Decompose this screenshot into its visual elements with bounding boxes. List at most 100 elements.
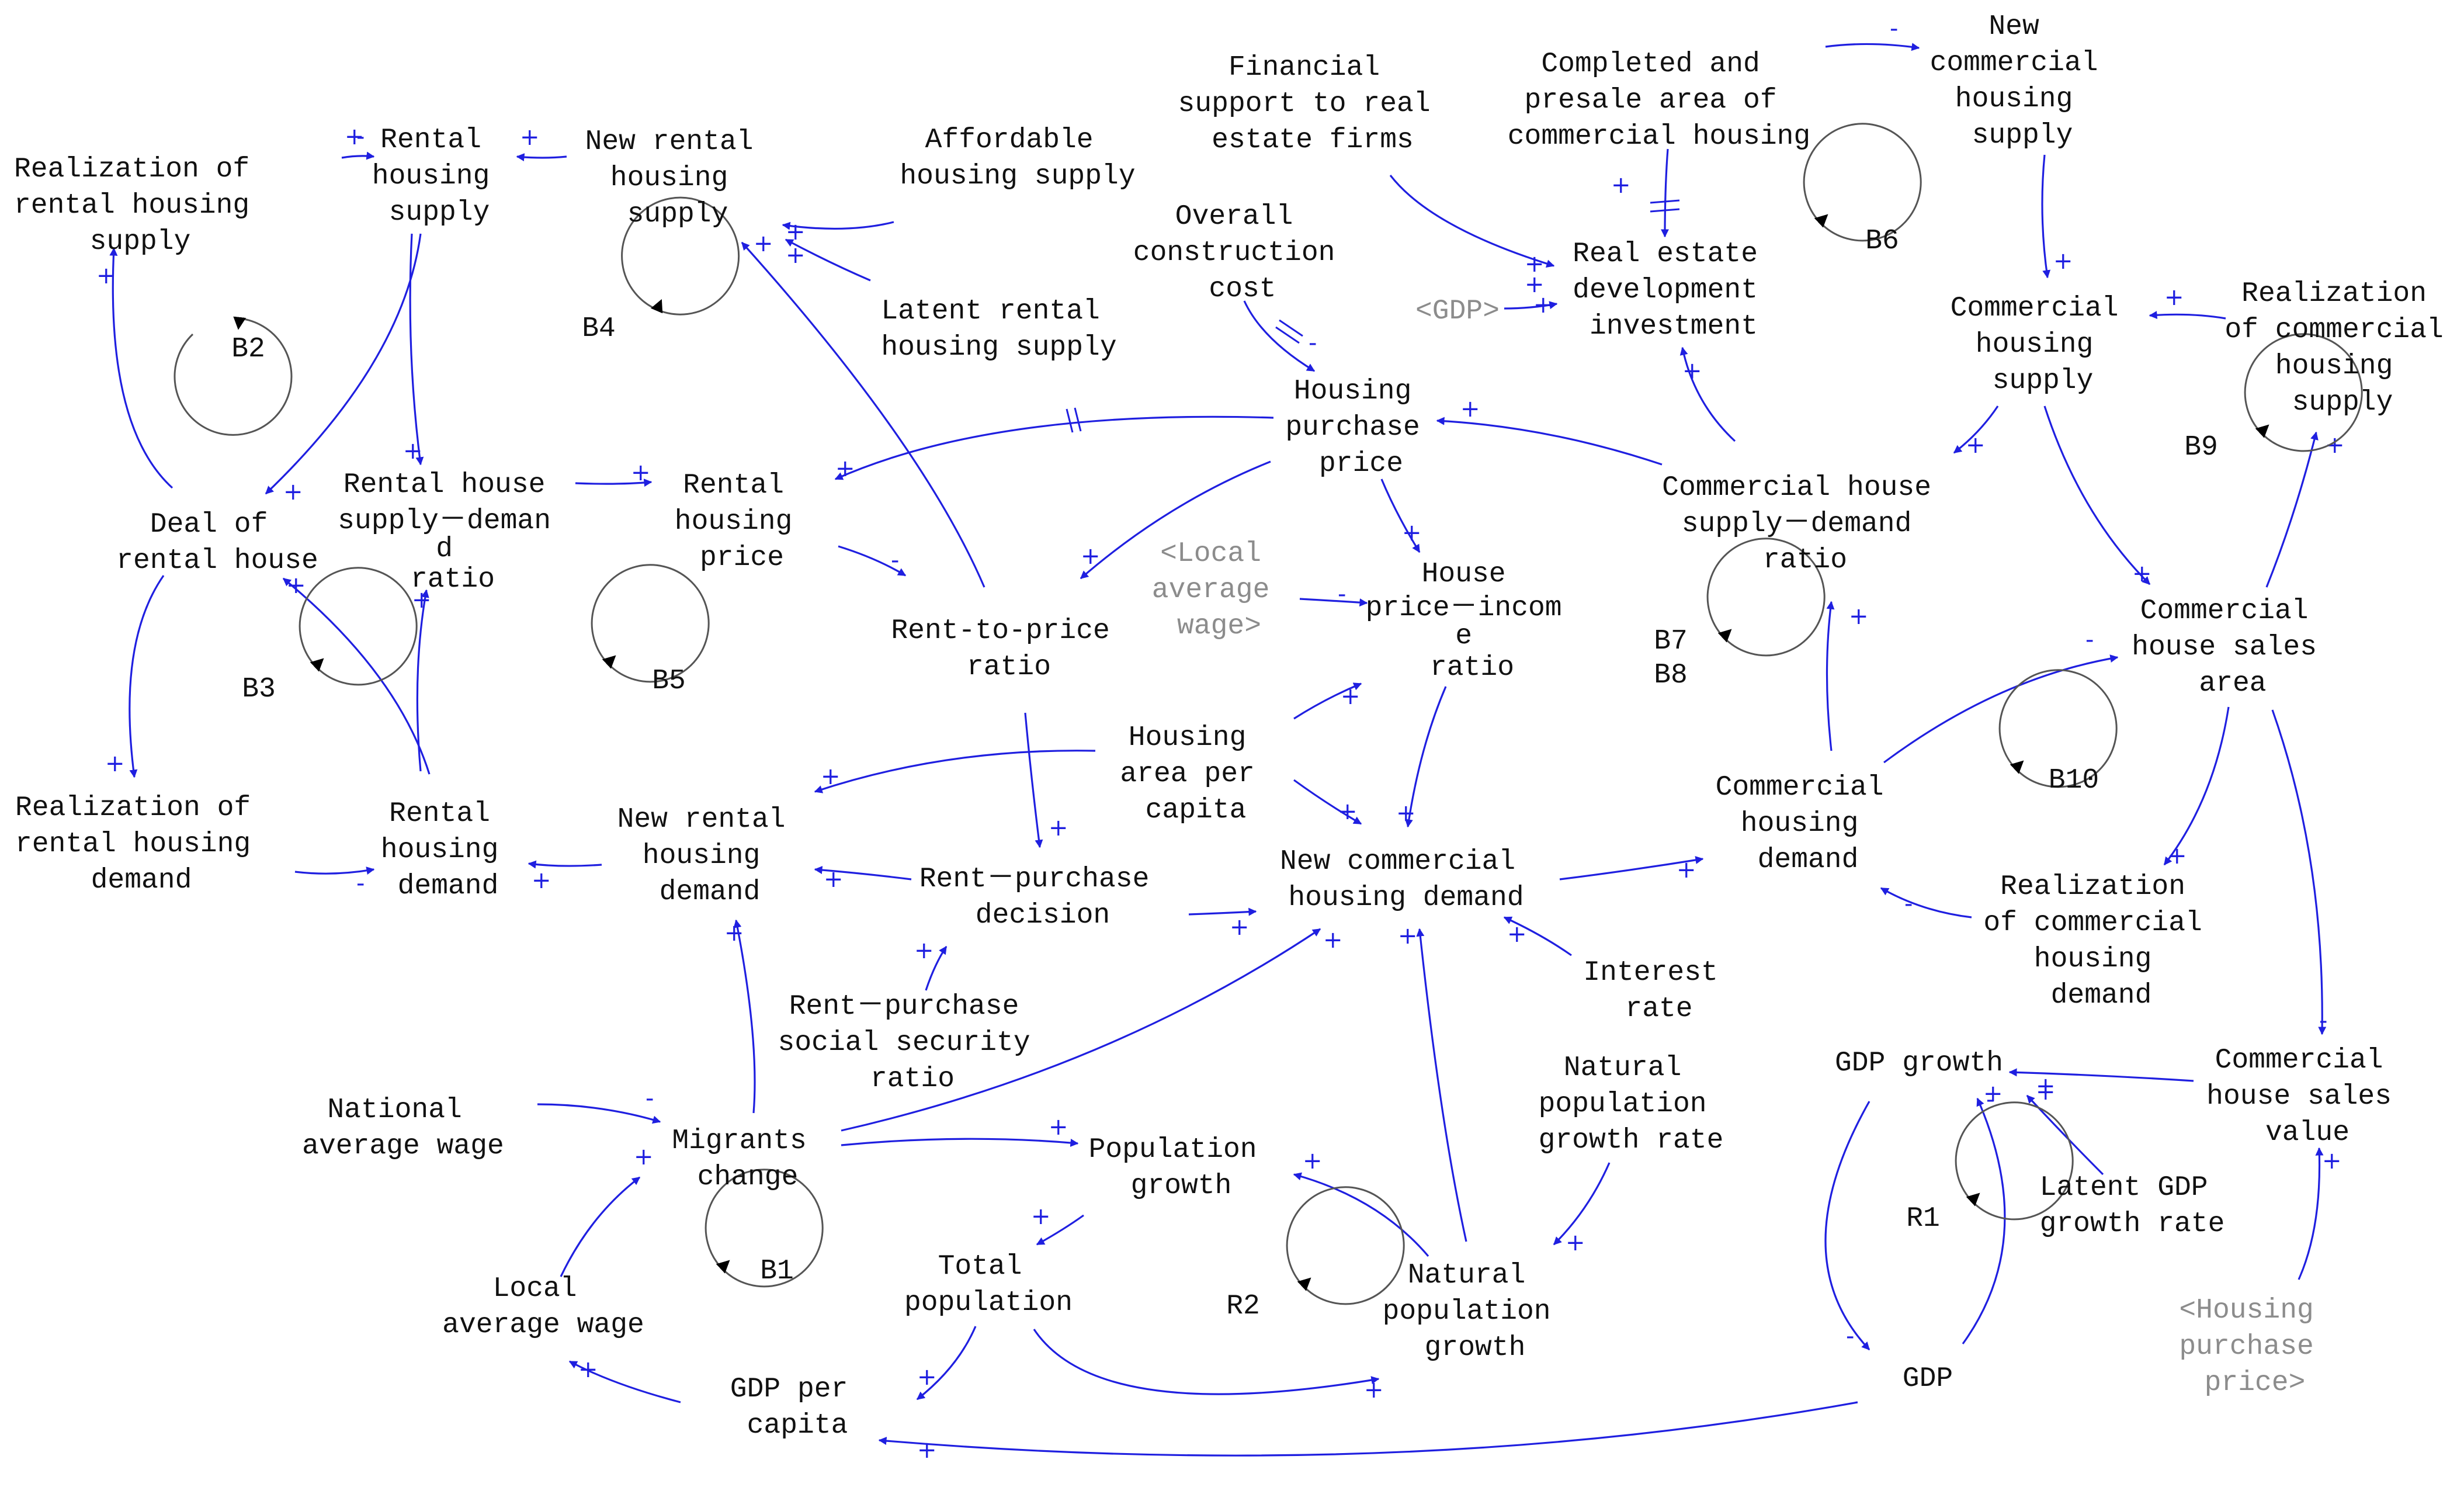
var-new-commercial-housing-demand: New commercial housing demand (1280, 846, 1532, 914)
link-rent-to-price-to-decision (1024, 712, 1043, 848)
loop-r1: R1 (1906, 1101, 2074, 1235)
var-completed-presale-area: Completed and presale area of commercial… (1508, 48, 1810, 152)
polarity-sign: + (105, 750, 125, 777)
link-gdp-growth-to-gdp (1824, 1101, 1870, 1351)
polarity-sign: + (1525, 251, 1545, 278)
var-realization-commercial-demand: Realization of commercial housing demand (1983, 871, 2219, 1011)
var-population-growth: Population growth (1089, 1134, 1274, 1202)
loop-b4: B4 (582, 196, 740, 345)
link-population-growth-to-total (1036, 1214, 1084, 1246)
var-house-price-income-ratio: House price－incom e ratio (1366, 559, 1579, 684)
link-sales-value-to-gdp-growth (2008, 1068, 2194, 1082)
link-area-per-capita-to-new-rental-demand (814, 750, 1096, 793)
polarity-sign: + (2053, 248, 2073, 275)
var-new-rental-housing-supply: New rental housing supply (585, 126, 771, 230)
polarity-sign: + (2036, 1079, 2056, 1105)
link-purchase-price-to-rent-to-price (1080, 460, 1271, 580)
link-commercial-ratio-to-purchase-price (1436, 417, 1663, 466)
delay-mark-purchase-rental (1066, 407, 1082, 433)
svg-text:B1: B1 (760, 1256, 794, 1287)
link-new-demand-to-commercial-demand (1559, 856, 1704, 881)
link-national-wage-to-migrants (537, 1103, 661, 1124)
polarity-sign: + (1303, 1148, 1323, 1174)
var-rental-housing-demand: Rental housing demand (381, 798, 515, 902)
var-rental-housing-supply: Rental housing supply (372, 124, 506, 228)
polarity-sign: + (1364, 1377, 1384, 1403)
link-total-to-gdp-per-capita (916, 1326, 977, 1401)
polarity-sign: + (412, 587, 432, 613)
link-area-per-capita-to-income-ratio (1293, 682, 1362, 720)
var-latent-rental-housing-supply: Latent rental housing supply (881, 296, 1116, 363)
link-commercial-demand-to-sales-area (1883, 654, 2119, 764)
polarity-sign: + (786, 219, 806, 245)
link-realization-demand-to-rental-demand (294, 866, 375, 875)
link-financial-to-investment (1389, 175, 1555, 268)
var-natural-population-growth-rate: Natural population growth rate (1539, 1052, 1724, 1156)
polarity-sign: + (754, 230, 773, 257)
link-migrants-to-new-demand (841, 928, 1321, 1132)
polarity-sign: + (1396, 800, 1416, 827)
polarity-sign: + (578, 1356, 598, 1383)
link-new-commercial-to-commercial-supply (2041, 154, 2051, 279)
polarity-sign: + (1611, 172, 1631, 199)
link-purchase-price-to-rental-price (834, 415, 1274, 480)
var-gdp-per-capita: GDP per capita (730, 1374, 865, 1441)
polarity-sign: + (2132, 560, 2152, 587)
loop-b5: B5 (591, 564, 710, 697)
var-rent-purchase-social-security: Rent－purchase social security ratio (778, 991, 1047, 1095)
svg-text:B8: B8 (1654, 660, 1688, 691)
var-housing-area-per-capita: Housing area per capita (1120, 722, 1271, 826)
loop-b2: B2 (173, 316, 293, 436)
svg-text:R2: R2 (1226, 1291, 1260, 1322)
link-rent-to-price-to-new-rental-supply (741, 241, 985, 588)
link-local-wage-shadow-to-income-ratio (1299, 598, 1368, 607)
var-gdp: GDP (1903, 1363, 1953, 1395)
polarity-sign: + (1049, 1114, 1068, 1141)
var-housing-purchase-price: Housing purchase price (1285, 376, 1436, 480)
loop-markers: B2 B4 B6 B9 B3 B5 B7 B8 B10 (173, 123, 2363, 1322)
link-latent-gdp-to-gdp-growth (2026, 1094, 2104, 1176)
link-rental-supply-to-ratio (409, 233, 424, 466)
link-social-security-to-decision (925, 945, 948, 991)
polarity-sign: + (286, 572, 306, 599)
polarity-sign: + (1966, 432, 1986, 459)
var-new-commercial-housing-supply: New commercial housing supply (1930, 11, 2115, 151)
polarity-sign: + (2167, 843, 2187, 869)
polarity-sign: - (646, 1085, 654, 1112)
polarity-sign: - (1904, 890, 1913, 917)
polarity-sign: + (917, 1437, 937, 1464)
link-completed-to-investment (1661, 148, 1670, 238)
variables: Realization of rental housing supply Ren… (14, 11, 2444, 1441)
link-natural-growth-to-new-demand (1416, 928, 1467, 1242)
link-commercial-demand-to-ratio (1826, 601, 1835, 751)
link-income-ratio-to-new-demand (1404, 686, 1447, 828)
polarity-sign: + (786, 242, 806, 269)
link-new-rental-demand-to-rental-demand (527, 860, 602, 869)
link-new-rental-supply-to-rental-supply (516, 153, 567, 162)
polarity-sign: - (1338, 581, 1346, 608)
svg-text:B10: B10 (2049, 765, 2099, 796)
polarity-sign: + (835, 455, 855, 482)
var-overall-construction-cost: Overall construction cost (1133, 201, 1352, 305)
polarity-sign: - (2085, 626, 2094, 653)
polarity-sign: + (1525, 271, 1545, 298)
link-gdp-to-gdp-per-capita (878, 1401, 1858, 1457)
var-rental-housing-price: Rental housing price (675, 470, 809, 574)
polarity-sign: + (403, 438, 423, 465)
polarity-sign: + (1402, 519, 1422, 546)
polarity-sign: - (1309, 330, 1317, 356)
polarity-sign: + (1398, 923, 1418, 949)
link-ratio-to-rental-price (575, 479, 653, 487)
polarity-sign: - (2319, 1007, 2327, 1034)
link-decision-to-new-rental-demand (814, 866, 912, 881)
link-rental-price-to-rent-to-price (838, 545, 907, 577)
delay-mark-construction (1275, 319, 1303, 344)
polarity-sign: + (1849, 603, 1869, 630)
svg-text:B4: B4 (582, 313, 616, 345)
svg-text:B6: B6 (1865, 226, 1899, 257)
var-gdp-growth: GDP growth (1835, 1048, 2003, 1079)
loop-r2: R2 (1226, 1186, 1405, 1322)
link-deal-to-realization-demand (129, 575, 165, 778)
polarity-sign: + (283, 479, 303, 505)
